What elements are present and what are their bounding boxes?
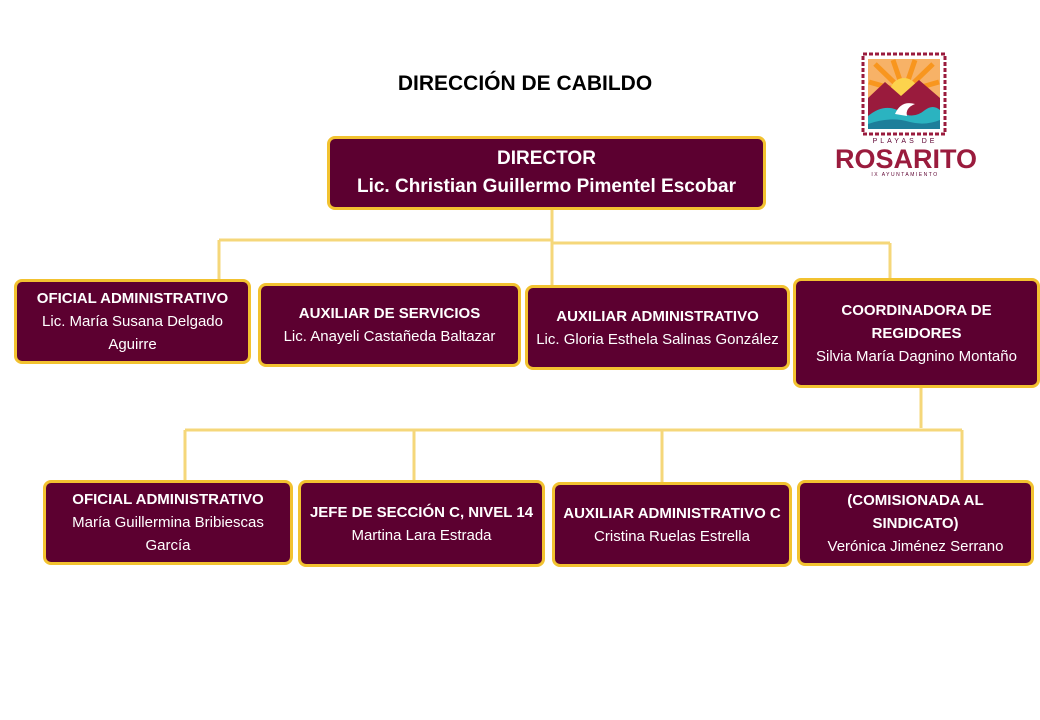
l1-aux-servicios-role: AUXILIAR DE SERVICIOS [298,305,481,322]
l1-oficial-name: Lic. María Susana Delgado Aguirre [42,313,223,353]
page-title: DIRECCIÓN DE CABILDO [397,72,653,95]
director-box: DIRECTOR Lic. Christian Guillermo Piment… [327,136,766,210]
l2-comisionada-name: Verónica Jiménez Serrano [827,537,1004,555]
l1-aux-servicios-name: Lic. Anayeli Castañeda Baltazar [283,328,496,345]
l1-coordinadora-box: COORDINADORA DE REGIDORES Silvia María D… [793,278,1040,388]
sunset-wave-emblem [861,52,947,136]
l1-coordinadora-role: COORDINADORA DE REGIDORES [841,301,992,342]
director-name: Lic. Christian Guillermo Pimentel Escoba… [356,176,737,197]
l2-comisionada-box: (COMISIONADA AL SINDICATO) Verónica Jimé… [797,480,1034,566]
l2-aux-admin-c-role: AUXILIAR ADMINISTRATIVO C [563,504,781,522]
director-role: DIRECTOR [497,148,596,169]
logo-bottom-text: IX AYUNTAMIENTO [871,172,939,178]
l2-aux-admin-c-box: AUXILIAR ADMINISTRATIVO C Cristina Ruela… [552,482,792,567]
l1-aux-admin-box: AUXILIAR ADMINISTRATIVO Lic. Gloria Esth… [525,285,790,370]
l1-oficial-box: OFICIAL ADMINISTRATIVO Lic. María Susana… [14,279,251,364]
l2-oficial-box: OFICIAL ADMINISTRATIVO María Guillermina… [43,480,293,565]
l1-coordinadora-name: Silvia María Dagnino Montaño [816,347,1017,365]
l2-jefe-seccion-name: Martina Lara Estrada [351,526,492,544]
l1-aux-servicios-box: AUXILIAR DE SERVICIOS Lic. Anayeli Casta… [258,283,521,367]
l2-oficial-name: María Guillermina Bribiescas García [72,514,264,554]
l2-jefe-seccion-role: JEFE DE SECCIÓN C, NIVEL 14 [309,503,534,521]
l1-aux-admin-role: AUXILIAR ADMINISTRATIVO [556,307,759,325]
logo-brand: ROSARITO [835,144,978,174]
l2-aux-admin-c-name: Cristina Ruelas Estrella [594,527,750,545]
l2-oficial-role: OFICIAL ADMINISTRATIVO [72,491,264,508]
l1-oficial-role: OFICIAL ADMINISTRATIVO [36,290,229,307]
logo-top-text: PLAYAS DE [872,138,938,145]
l1-aux-admin-name: Lic. Gloria Esthela Salinas González [536,330,779,348]
l2-comisionada-role: (COMISIONADA AL SINDICATO) [847,491,984,532]
rosarito-logo: PLAYAS DE ROSARITO IX AYUNTAMIENTO [835,52,978,182]
l2-jefe-seccion-box: JEFE DE SECCIÓN C, NIVEL 14 Martina Lara… [298,480,545,567]
